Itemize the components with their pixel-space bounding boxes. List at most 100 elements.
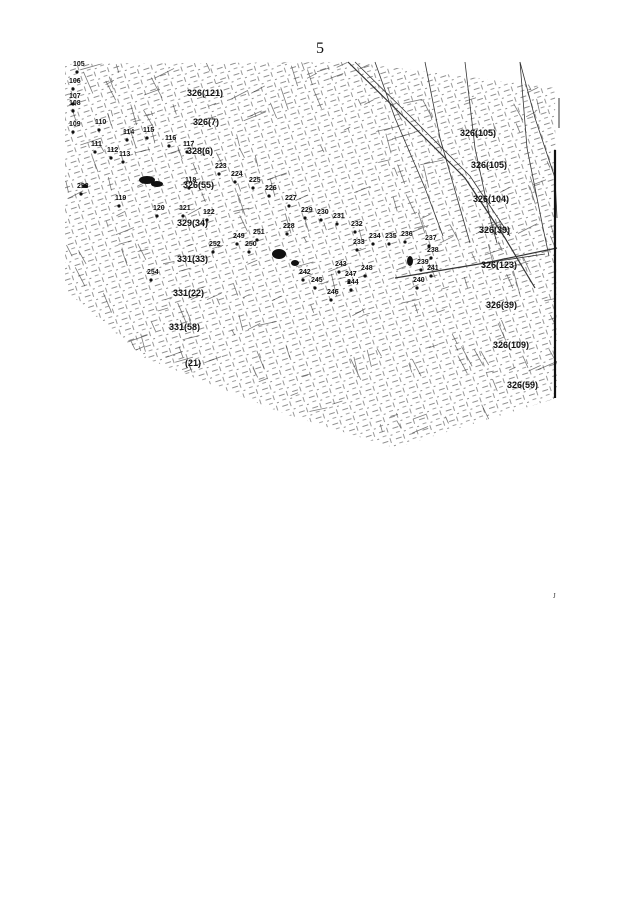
survey-point-label: 225: [249, 177, 261, 184]
texture-stroke: [390, 100, 403, 121]
texture-stroke: [267, 172, 287, 181]
texture-stroke: [197, 286, 204, 289]
texture-stroke: [233, 207, 250, 212]
texture-stroke: [493, 123, 496, 130]
texture-stroke: [113, 355, 136, 363]
texture-stroke: [423, 165, 430, 188]
survey-point-marker: [329, 298, 333, 302]
texture-stroke: [154, 385, 160, 397]
survey-points: [71, 70, 433, 302]
texture-stroke: [227, 420, 235, 432]
texture-stroke: [378, 159, 391, 163]
survey-point-marker: [335, 222, 339, 226]
texture-stroke: [80, 63, 103, 71]
texture-stroke: [544, 62, 547, 68]
aerial-texture: [65, 62, 557, 448]
survey-point-label: 105: [73, 61, 85, 68]
texture-stroke: [146, 112, 156, 117]
texture-stroke: [151, 132, 156, 144]
texture-stroke: [74, 267, 86, 287]
texture-stroke: [211, 422, 228, 429]
texture-stroke: [150, 77, 163, 98]
texture-stroke: [206, 292, 222, 300]
survey-point-marker: [349, 288, 353, 292]
texture-stroke: [192, 163, 198, 174]
texture-stroke: [83, 71, 94, 94]
texture-stroke: [321, 431, 332, 438]
survey-point-label: 234: [369, 233, 381, 240]
survey-point-marker: [251, 186, 255, 190]
texture-stroke: [463, 276, 468, 288]
survey-point-marker: [75, 70, 79, 74]
texture-stroke: [450, 441, 459, 445]
texture-stroke: [390, 414, 398, 417]
survey-point-label: 244: [347, 279, 359, 286]
survey-point-marker: [353, 230, 357, 234]
texture-stroke: [312, 88, 322, 109]
texture-stroke: [143, 88, 160, 96]
texture-stroke: [212, 244, 224, 249]
survey-point-marker: [97, 128, 101, 132]
texture-stroke: [473, 128, 479, 137]
texture-stroke: [314, 441, 321, 444]
texture-stroke: [68, 190, 84, 199]
survey-point-label: 107: [69, 93, 81, 100]
survey-point-label: 118: [185, 177, 196, 184]
texture-stroke: [515, 123, 521, 133]
texture-stroke: [478, 163, 485, 168]
survey-point-label: 223: [215, 163, 227, 170]
texture-stroke: [508, 366, 516, 371]
texture-stroke: [99, 144, 105, 153]
survey-point-label: 110: [95, 119, 106, 126]
texture-stroke: [379, 424, 383, 432]
survey-point-marker: [429, 274, 433, 278]
parcel-label: 326(121): [187, 88, 223, 98]
texture-stroke: [439, 235, 454, 244]
texture-stroke: [216, 297, 221, 305]
texture-stroke: [500, 187, 510, 193]
texture-stroke: [257, 321, 277, 326]
texture-stroke: [167, 149, 181, 155]
texture-stroke: [187, 362, 193, 373]
texture-stroke: [105, 80, 117, 101]
texture-stroke: [316, 67, 330, 73]
texture-stroke: [115, 64, 120, 74]
survey-point-marker: [71, 102, 75, 106]
texture-stroke: [451, 333, 458, 344]
texture-stroke: [94, 347, 99, 362]
texture-stroke: [323, 222, 327, 231]
survey-point-label: 253: [77, 183, 89, 190]
survey-point-marker: [319, 218, 323, 222]
survey-point-marker: [429, 256, 433, 260]
texture-stroke: [330, 273, 337, 297]
parcel-label: 326(123): [481, 260, 517, 270]
texture-stroke: [186, 311, 192, 321]
survey-point-marker: [287, 204, 291, 208]
texture-stroke: [403, 98, 423, 104]
texture-stroke: [78, 251, 87, 265]
parcel-label: 328(6): [187, 146, 213, 156]
texture-stroke: [126, 356, 146, 368]
survey-point-marker: [109, 156, 113, 160]
parcel-label: (21): [185, 358, 201, 368]
texture-stroke: [417, 212, 426, 234]
texture-stroke: [165, 350, 183, 358]
texture-stroke: [350, 358, 362, 380]
texture-stroke: [207, 420, 227, 429]
survey-point-marker: [313, 286, 317, 290]
texture-stroke: [422, 100, 433, 119]
survey-point-marker: [303, 216, 307, 220]
texture-stroke: [115, 227, 134, 236]
texture-stroke: [352, 308, 366, 317]
texture-stroke: [385, 133, 392, 154]
texture-stroke: [253, 411, 262, 429]
texture-stroke: [411, 284, 419, 289]
texture-stroke: [401, 298, 420, 304]
survey-point-marker: [117, 204, 121, 208]
texture-stroke: [502, 276, 511, 281]
texture-stroke: [454, 344, 459, 351]
survey-point-label: 106: [69, 78, 81, 85]
texture-stroke: [471, 253, 476, 261]
survey-point-label: 111: [91, 141, 102, 148]
texture-stroke: [258, 378, 268, 383]
